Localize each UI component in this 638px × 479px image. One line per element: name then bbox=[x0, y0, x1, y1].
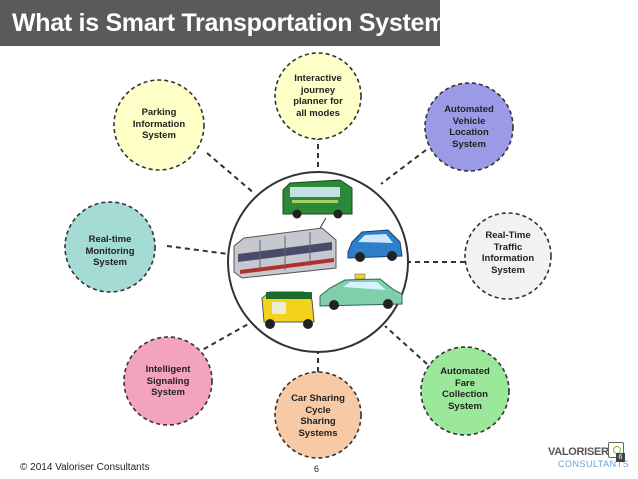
node-avl-label: Automated Vehicle Location System bbox=[444, 104, 494, 150]
slide-title: What is Smart Transportation System bbox=[12, 9, 447, 37]
train-icon bbox=[233, 217, 337, 279]
sedan-car-icon bbox=[319, 273, 403, 310]
title-bar: What is Smart Transportation System bbox=[0, 0, 446, 46]
node-circle-journey bbox=[274, 52, 362, 140]
copyright-footer: © 2014 Valoriser Consultants bbox=[20, 462, 150, 473]
node-traffic-label: Real-Time Traffic Information System bbox=[481, 230, 535, 276]
node-circle-signaling bbox=[123, 336, 213, 426]
logo-bottom-text: CONSULTANTS bbox=[558, 459, 630, 469]
page-number: 6 bbox=[314, 464, 320, 474]
node-signaling-label: Intelligent Signaling System bbox=[145, 364, 191, 398]
bus-icon bbox=[282, 179, 353, 219]
auto-rickshaw-icon bbox=[261, 291, 315, 329]
node-monitoring-label: Real-time Monitoring System bbox=[85, 234, 135, 268]
node-journey-label: Interactive journey planner for all mode… bbox=[293, 73, 343, 119]
node-parking-label: Parking Information System bbox=[132, 107, 186, 141]
valoriser-logo: VALORISER CONSULTANTS 6 bbox=[548, 440, 630, 470]
logo-top-text: VALORISER bbox=[548, 446, 609, 458]
node-circle-monitoring bbox=[64, 201, 156, 293]
node-circle-parking bbox=[113, 79, 205, 171]
node-sharing-label: Car Sharing Cycle Sharing Systems bbox=[291, 393, 345, 439]
node-circle-traffic bbox=[464, 212, 552, 300]
node-circle-fare bbox=[420, 346, 510, 436]
node-circle-avl bbox=[424, 82, 514, 172]
logo-page-badge: 6 bbox=[616, 453, 625, 462]
node-circle-sharing bbox=[274, 371, 362, 459]
node-fare-label: Automated Fare Collection System bbox=[440, 366, 490, 412]
hatchback-car-icon bbox=[347, 229, 403, 262]
